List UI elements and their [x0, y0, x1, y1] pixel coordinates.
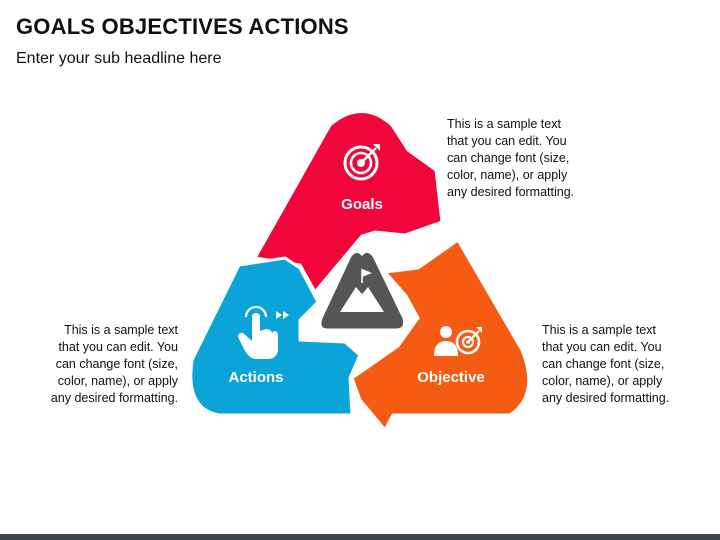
objective-description-line: This is a sample text [542, 323, 656, 337]
goals-description: This is a sample text that you can edit.… [447, 116, 574, 201]
target-icon [343, 144, 380, 181]
footer-bar [0, 534, 720, 540]
actions-description: This is a sample text that you can edit.… [28, 322, 178, 407]
objective-description-line: can change font (size, [542, 357, 665, 371]
goals-description-line: that you can edit. You [447, 134, 567, 148]
objective-segment [350, 238, 531, 432]
goals-label: Goals [341, 196, 383, 213]
actions-description-line: any desired formatting. [50, 391, 178, 405]
businessman-target-icon [434, 326, 482, 356]
goals-description-line: color, name), or apply [447, 168, 568, 182]
actions-description-line: can change font (size, [55, 357, 178, 371]
page-subtitle: Enter your sub headline here [16, 50, 222, 67]
objective-description-line: any desired formatting. [542, 391, 670, 405]
actions-description-line: that you can edit. You [58, 340, 178, 354]
goals-description-line: This is a sample text [447, 117, 561, 131]
objective-label: Objective [417, 369, 485, 386]
actions-description-line: This is a sample text [64, 323, 178, 337]
objective-description-line: color, name), or apply [542, 374, 663, 388]
objective-description-line: that you can edit. You [542, 340, 662, 354]
goals-segment [253, 110, 444, 294]
goals-description-line: any desired formatting. [447, 185, 575, 199]
mountain-flag-icon [340, 269, 384, 312]
goals-description-line: can change font (size, [447, 151, 570, 165]
actions-description-line: color, name), or apply [57, 374, 178, 388]
page-title: GOALS OBJECTIVES ACTIONS [16, 14, 349, 39]
objective-description: This is a sample text that you can edit.… [542, 322, 669, 407]
hand-click-icon [238, 305, 289, 359]
actions-label: Actions [228, 369, 283, 386]
